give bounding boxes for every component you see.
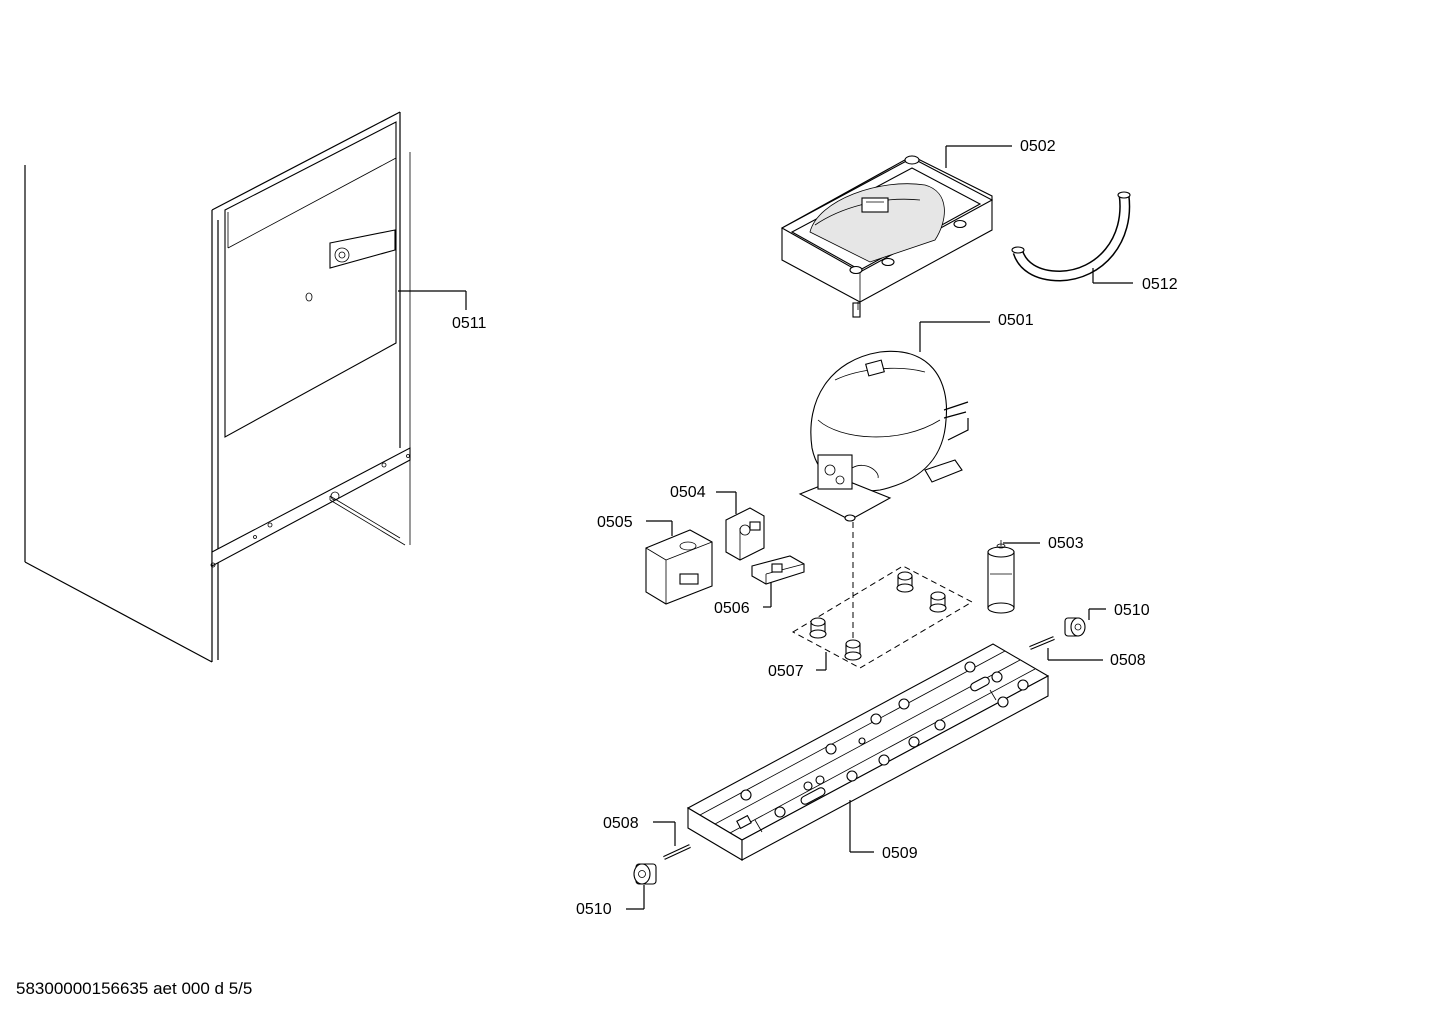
label-0501: 0501 <box>998 312 1034 329</box>
callout-0508a: 0508 <box>1047 648 1146 669</box>
label-0506: 0506 <box>714 600 750 617</box>
foot-right-part <box>1064 617 1086 637</box>
label-0507: 0507 <box>768 663 804 680</box>
label-0508-right: 0508 <box>1110 652 1146 669</box>
label-0510-left: 0510 <box>576 901 612 918</box>
cabinet-back-panel-part <box>24 111 411 663</box>
pin-right-part <box>1029 636 1055 650</box>
callout-0506: 0506 <box>714 582 772 617</box>
capacitor-part <box>987 540 1015 614</box>
label-0508-left: 0508 <box>603 815 639 832</box>
callout-0505: 0505 <box>597 514 673 536</box>
label-0509: 0509 <box>882 845 918 862</box>
grommet-1 <box>809 617 827 639</box>
grommet-3 <box>929 591 947 613</box>
callout-0509: 0509 <box>849 800 918 862</box>
label-0511: 0511 <box>452 315 487 332</box>
label-0502: 0502 <box>1020 138 1056 155</box>
label-0505: 0505 <box>597 514 633 531</box>
relay-cover-part <box>645 529 713 605</box>
compressor-cover-part <box>780 155 994 318</box>
label-0504: 0504 <box>670 484 706 501</box>
callout-0511: 0511 <box>398 290 487 332</box>
base-frame-part <box>686 643 1050 861</box>
hose-part <box>1011 191 1131 282</box>
grommet-set-part <box>791 565 974 669</box>
callout-0503: 0503 <box>1003 535 1084 552</box>
grommet-4 <box>844 639 862 661</box>
callout-0508b: 0508 <box>603 815 676 846</box>
callout-0507: 0507 <box>768 652 827 680</box>
overload-protector-part <box>751 555 805 585</box>
label-0503: 0503 <box>1048 535 1084 552</box>
callout-0510a: 0510 <box>1088 602 1150 620</box>
drawing-id-footer: 58300000156635 aet 000 d 5/5 <box>16 979 253 998</box>
relay-part <box>725 507 765 561</box>
foot-left-part <box>633 863 657 885</box>
compressor-part <box>798 350 969 522</box>
callout-0504: 0504 <box>670 484 737 514</box>
callout-0510b: 0510 <box>576 885 645 918</box>
callout-0512: 0512 <box>1092 268 1178 293</box>
callout-0502: 0502 <box>945 138 1056 168</box>
grommet-2 <box>896 571 914 593</box>
label-0510-right: 0510 <box>1114 602 1150 619</box>
label-0512: 0512 <box>1142 276 1178 293</box>
pin-left-part <box>663 844 691 860</box>
callout-0501: 0501 <box>919 312 1034 352</box>
frame-holes <box>740 661 1029 818</box>
